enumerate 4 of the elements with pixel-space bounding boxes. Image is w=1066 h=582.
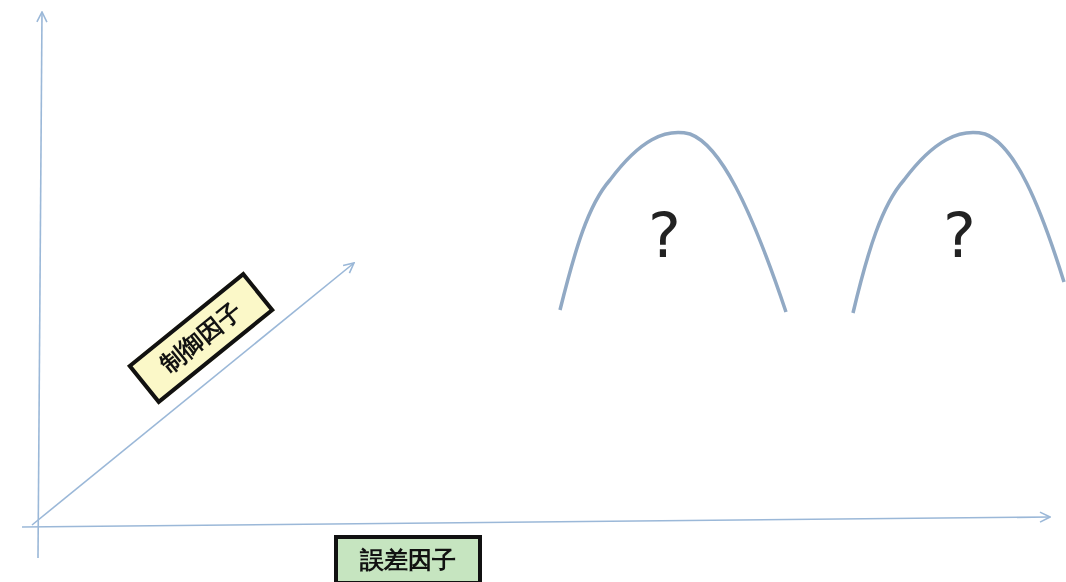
factor-label-box: 誤差因子 bbox=[334, 535, 482, 582]
question-mark-label: ? bbox=[648, 205, 681, 267]
factor-label-box: 制御因子 bbox=[127, 271, 275, 405]
question-mark-label: ? bbox=[943, 205, 976, 267]
